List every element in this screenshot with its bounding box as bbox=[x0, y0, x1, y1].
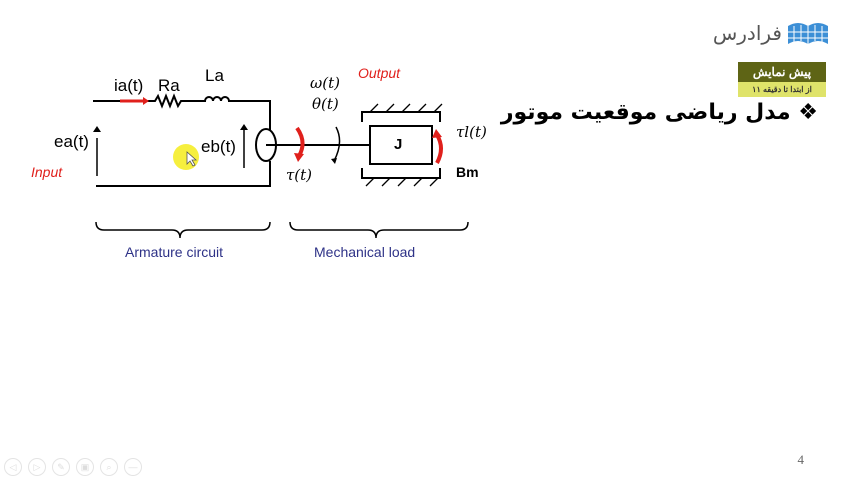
faradars-logo: فرادرس bbox=[713, 20, 830, 46]
badge-subtitle: از ابتدا تا دقیقه ۱۱ bbox=[738, 82, 826, 97]
slide-title: ❖ مدل ریاضی موقعیت موتور bbox=[501, 100, 818, 125]
input-label: Input bbox=[31, 164, 63, 180]
ea-label: ea(t) bbox=[54, 132, 89, 151]
theta-label: θ(t) bbox=[312, 95, 339, 113]
slides-icon[interactable]: ▣ bbox=[76, 458, 94, 476]
eb-label: eb(t) bbox=[201, 137, 236, 156]
armature-circuit-label: Armature circuit bbox=[125, 244, 224, 260]
motor-diagram bbox=[93, 93, 469, 239]
preview-badge: پیش نمایش از ابتدا تا دقیقه ۱۱ bbox=[738, 62, 826, 97]
next-icon[interactable]: ▷ bbox=[28, 458, 46, 476]
more-icon[interactable]: — bbox=[124, 458, 142, 476]
inertia-label: J bbox=[394, 136, 403, 153]
tau-l-label: τl(t) bbox=[456, 123, 487, 141]
omega-label: ω(t) bbox=[310, 74, 340, 92]
logo-text: فرادرس bbox=[712, 21, 782, 45]
previous-icon[interactable]: ◁ bbox=[4, 458, 22, 476]
tau-label: τ(t) bbox=[286, 166, 313, 184]
bullet-icon: ❖ bbox=[798, 100, 818, 125]
cursor-icon bbox=[186, 151, 198, 167]
ra-label: Ra bbox=[158, 76, 180, 95]
mechanical-load-label: Mechanical load bbox=[314, 244, 416, 260]
slideshow-controls: ◁ ▷ ✎ ▣ ⌕ — bbox=[4, 458, 142, 476]
ia-label: ia(t) bbox=[114, 76, 144, 95]
slide-title-text: مدل ریاضی موقعیت موتور bbox=[500, 100, 791, 125]
page-number: 4 bbox=[797, 452, 805, 467]
book-icon bbox=[788, 23, 828, 44]
cursor-highlight bbox=[173, 144, 199, 170]
badge-title: پیش نمایش bbox=[738, 62, 826, 82]
zoom-icon[interactable]: ⌕ bbox=[100, 458, 118, 476]
output-label: Output bbox=[358, 65, 401, 81]
la-label: La bbox=[205, 66, 224, 85]
pen-icon[interactable]: ✎ bbox=[52, 458, 70, 476]
damping-label: Bm bbox=[456, 164, 479, 180]
